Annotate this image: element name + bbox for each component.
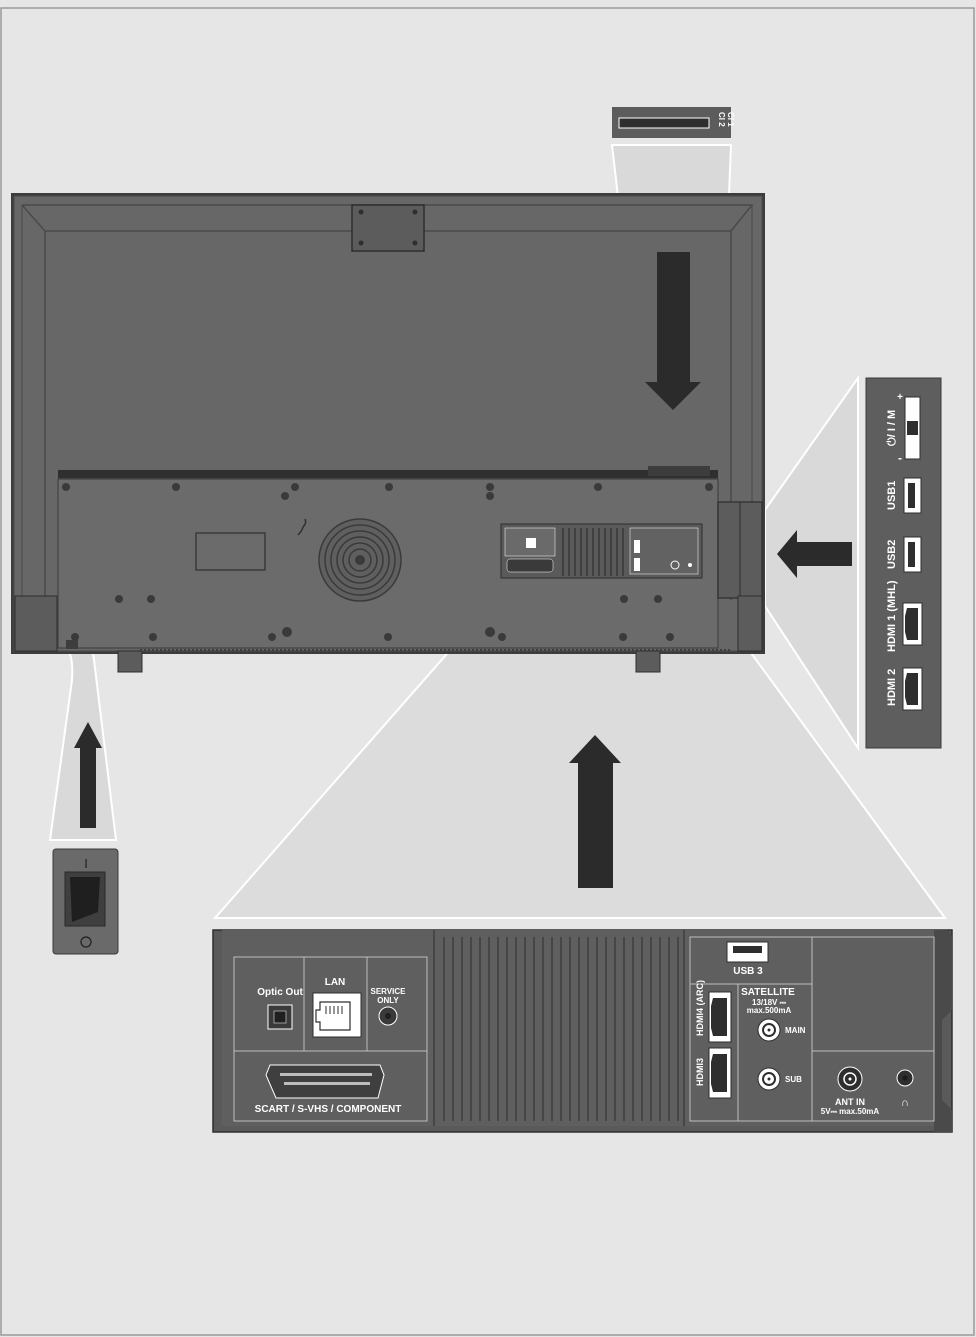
- ci-slot-on-tv: [648, 466, 710, 476]
- arrow-up-to-bottom: [569, 735, 621, 888]
- left-connector-group: [233, 956, 428, 1122]
- foot-right: [635, 650, 661, 673]
- ant-in-label: ANT IN: [835, 1097, 865, 1107]
- ci-slot: [618, 117, 710, 129]
- service-only-label: ONLY: [377, 996, 399, 1005]
- usb1-label: USB1: [886, 481, 898, 510]
- screws: [62, 483, 713, 641]
- hdmi2-label: HDMI 2: [886, 669, 898, 706]
- hdmi3-label: HDMI3: [695, 1058, 705, 1086]
- foot-left: [117, 650, 143, 673]
- tv-back: [11, 193, 765, 673]
- sub-label: SUB: [785, 1075, 802, 1084]
- power-on-mark: I: [84, 856, 88, 871]
- minus-mark: -: [898, 451, 902, 465]
- top-vent-strip: [58, 470, 718, 479]
- usb3-label: USB 3: [733, 966, 763, 977]
- service-label: SERVICE: [371, 987, 407, 996]
- arrow-up-to-power: [74, 722, 102, 828]
- satellite-label: SATELLITE: [741, 987, 795, 998]
- bottom-vent-grille: [443, 937, 679, 1121]
- bottom-connector-panel: Optic Out LAN SERVICE ONLY SCART / S-VHS…: [212, 929, 953, 1133]
- wall-mount-bracket: [351, 204, 425, 252]
- optic-out-label: Optic Out: [257, 987, 303, 998]
- label-plate: [195, 532, 266, 571]
- ci-2-label: CI 2: [717, 112, 726, 127]
- speaker-grille: [318, 518, 402, 602]
- lan-label: LAN: [325, 977, 346, 988]
- ci-1-label: CI 1: [726, 112, 735, 127]
- power-control-label: ⏻/ I / M: [885, 410, 898, 446]
- power-switch-callout: I: [52, 848, 119, 955]
- hdmi1-label: HDMI 1 (MHL): [886, 580, 898, 652]
- power-off-mark: [80, 936, 92, 948]
- power-socket-on-tv: [66, 640, 78, 649]
- ci-slot-callout: CI 2 CI 1: [612, 107, 735, 138]
- scart-port: [265, 1064, 385, 1099]
- headphone-icon: ∩: [901, 1097, 909, 1109]
- ant-in-spec: 5V⎓ max.50mA: [821, 1107, 880, 1116]
- satellite-current-spec: max.500mA: [747, 1006, 792, 1015]
- arrow-down-to-ci: [645, 252, 701, 410]
- hdmi4-label: HDMI4 (ARC): [695, 980, 705, 1036]
- rear-connector-area: [500, 523, 703, 579]
- usb2-label: USB2: [886, 540, 898, 569]
- plus-mark: +: [897, 392, 903, 403]
- satellite-voltage-spec: 13/18V ⎓: [752, 998, 787, 1007]
- main-label: MAIN: [785, 1026, 806, 1035]
- side-connector-panel: + - ⏻/ I / M USB1 USB2 HDMI 1 (MHL) HDMI…: [865, 377, 942, 749]
- arrow-left-to-side: [777, 530, 852, 578]
- scart-label: SCART / S-VHS / COMPONENT: [255, 1104, 402, 1115]
